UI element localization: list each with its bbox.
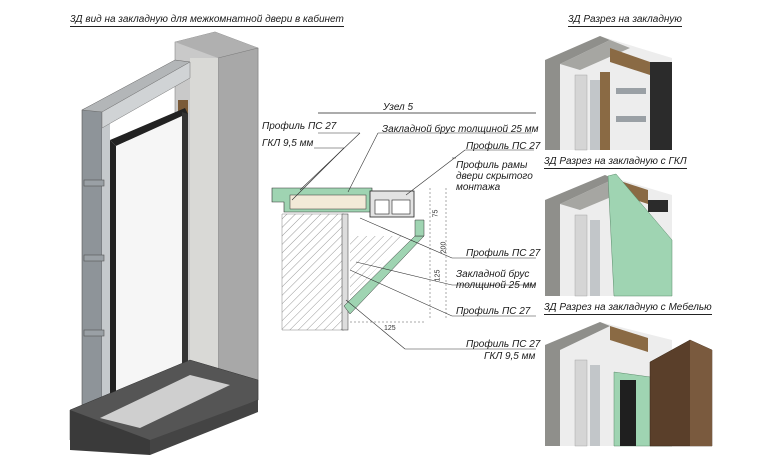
view3d-title: 3Д вид на закладную для межкомнатной две… [70, 14, 344, 27]
label-profile-ps27-mid: Профиль ПС 27 [466, 248, 541, 259]
label-beam-mid-line1: Закладной брус [456, 269, 530, 280]
section2-render [545, 173, 673, 297]
label-frame-line1: Профиль рамы [456, 160, 528, 171]
section1-render [545, 36, 672, 151]
label-frame-line2: двери скрытого [456, 171, 533, 182]
label-gkl-bottom: ГКЛ 9,5 мм [484, 351, 536, 362]
section1-title: 3Д Разрез на закладную [568, 14, 682, 27]
section3-title: 3Д Разрез на закладную с Мебелью [544, 302, 712, 315]
label-profile-ps27-top: Профиль ПС 27 [262, 121, 337, 132]
label-beam-top: Закладной брус толщиной 25 мм [382, 124, 539, 135]
section2-title: 3Д Разрез на закладную с ГКЛ [544, 156, 687, 169]
label-profile-ps27-right: Профиль ПС 27 [466, 141, 541, 152]
label-profile-ps27-bottom: Профиль ПС 27 [466, 339, 541, 350]
node-title: Узел 5 [383, 102, 414, 113]
label-beam-mid-line2: толщиной 25 мм [456, 280, 537, 291]
section3-render [545, 322, 713, 447]
label-profile-ps27-low: Профиль ПС 27 [456, 306, 531, 317]
label-gkl-top: ГКЛ 9,5 мм [262, 138, 314, 149]
label-frame-line3: монтажа [456, 182, 501, 193]
dim-125-horizontal: 125 [384, 325, 396, 332]
